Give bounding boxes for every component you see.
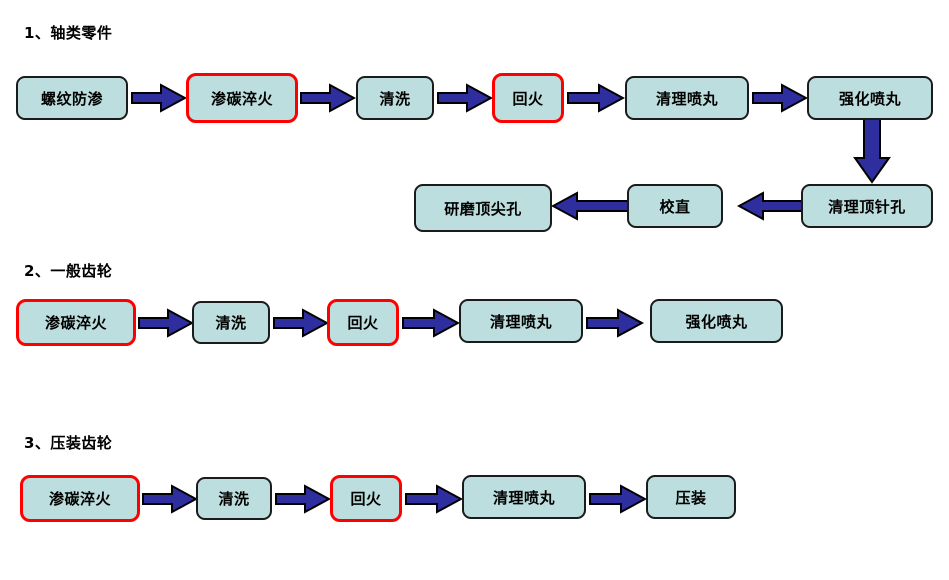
node-luowenfangshen[interactable]: 螺纹防渗: [16, 76, 128, 120]
arrow-right-1-4: [567, 83, 625, 113]
arrow-right-3-1: [142, 484, 198, 514]
node-qinglipenwan-3[interactable]: 清理喷丸: [462, 475, 586, 519]
node-huihuo-3[interactable]: 回火: [330, 475, 402, 522]
arrow-right-1-2: [300, 83, 356, 113]
node-qingxi-3[interactable]: 清洗: [196, 477, 272, 520]
node-qinglidingzhenkong[interactable]: 清理顶针孔: [801, 184, 933, 228]
arrow-right-2-1: [138, 308, 194, 338]
arrow-right-3-4: [589, 484, 647, 514]
section-title-2: 2、一般齿轮: [24, 262, 113, 280]
arrow-right-2-2: [273, 308, 329, 338]
arrow-left-1-2: [551, 191, 631, 221]
node-huihuo-2[interactable]: 回火: [327, 299, 399, 346]
node-shentancuihuo-3[interactable]: 渗碳淬火: [20, 475, 140, 522]
node-qianghuapenwan-1[interactable]: 强化喷丸: [807, 76, 933, 120]
arrow-right-2-3: [402, 308, 460, 338]
arrow-down-1: [853, 118, 891, 184]
node-huihuo-1[interactable]: 回火: [492, 73, 564, 123]
node-yazhuang[interactable]: 压装: [646, 475, 736, 519]
node-qingxi-1[interactable]: 清洗: [356, 76, 434, 120]
section-title-3: 3、压装齿轮: [24, 434, 113, 452]
node-shentancuihuo-2[interactable]: 渗碳淬火: [16, 299, 136, 346]
arrow-right-3-3: [405, 484, 463, 514]
node-jiaozhi[interactable]: 校直: [627, 184, 723, 228]
node-qianghuapenwan-2[interactable]: 强化喷丸: [650, 299, 783, 343]
node-qingxi-2[interactable]: 清洗: [192, 301, 270, 344]
section-title-1: 1、轴类零件: [24, 24, 113, 42]
arrow-right-1-3: [437, 83, 493, 113]
arrow-right-3-2: [275, 484, 331, 514]
node-qinglipenwan-1[interactable]: 清理喷丸: [625, 76, 749, 120]
arrow-left-1-1: [737, 191, 805, 221]
node-yanmodingjiankong[interactable]: 研磨顶尖孔: [414, 184, 552, 232]
node-qinglipenwan-2[interactable]: 清理喷丸: [459, 299, 583, 343]
arrow-right-2-4: [586, 308, 644, 338]
node-shentancuihuo-1[interactable]: 渗碳淬火: [186, 73, 298, 123]
arrow-right-1-1: [131, 83, 187, 113]
arrow-right-1-5: [752, 83, 808, 113]
